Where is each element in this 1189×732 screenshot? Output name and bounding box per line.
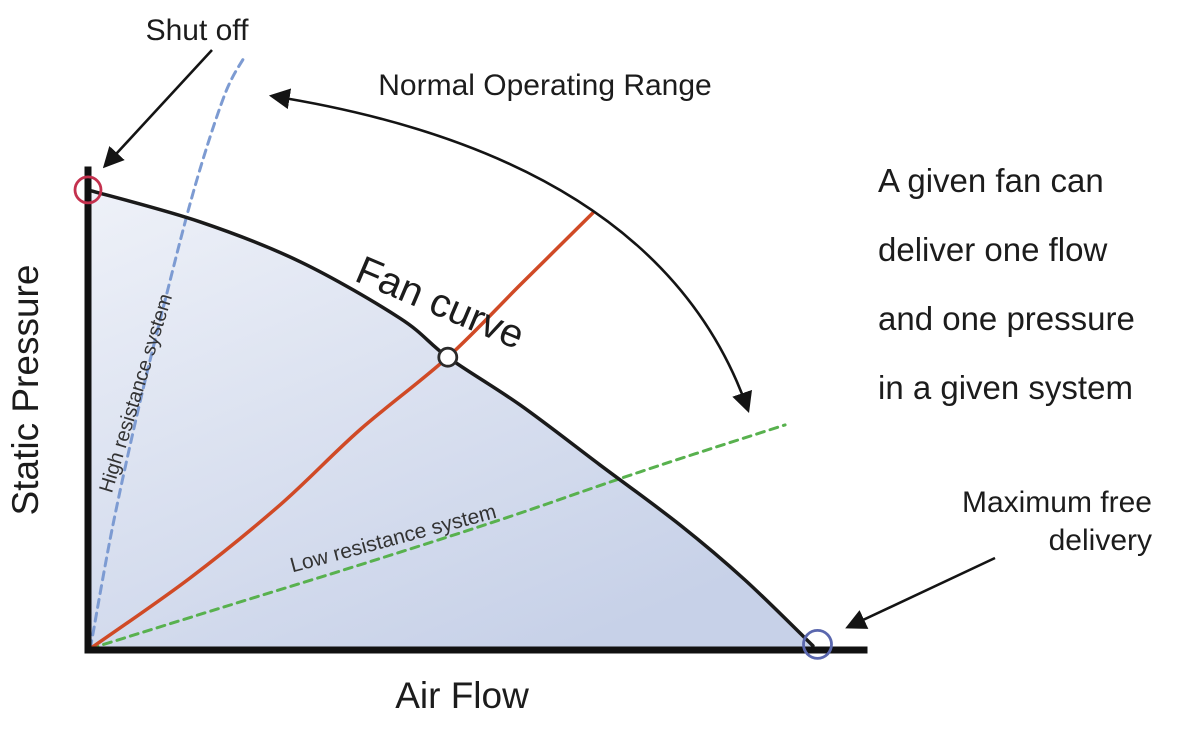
annotation-line-1: A given fan can: [878, 162, 1104, 199]
low-resistance-curve: [88, 423, 787, 651]
fan-area: [88, 189, 813, 650]
annotation-line-2: deliver one flow: [878, 231, 1107, 268]
normal-operating-range-label: Normal Operating Range: [378, 69, 712, 102]
annotation-line-4: in a given system: [878, 369, 1133, 406]
static-pressure-axis-label: Static Pressure: [5, 265, 46, 516]
air-flow-axis-label: Air Flow: [395, 675, 529, 716]
annotation-line-3: and one pressure: [878, 300, 1135, 337]
shut-off-marker: [73, 175, 103, 205]
shut-off-arrow: [102, 49, 213, 169]
high-resistance-curve: [88, 56, 246, 651]
normal-range-arrow: [268, 88, 752, 413]
max-delivery-arrow: [845, 556, 996, 629]
max-free-delivery-line-1: Maximum free: [962, 486, 1152, 519]
max-free-delivery-line-2: delivery: [1049, 524, 1152, 557]
shut-off-label: Shut off: [146, 14, 250, 47]
max-delivery-marker: [802, 629, 833, 660]
operating-point-marker: [437, 346, 459, 368]
axes: [84, 166, 868, 654]
